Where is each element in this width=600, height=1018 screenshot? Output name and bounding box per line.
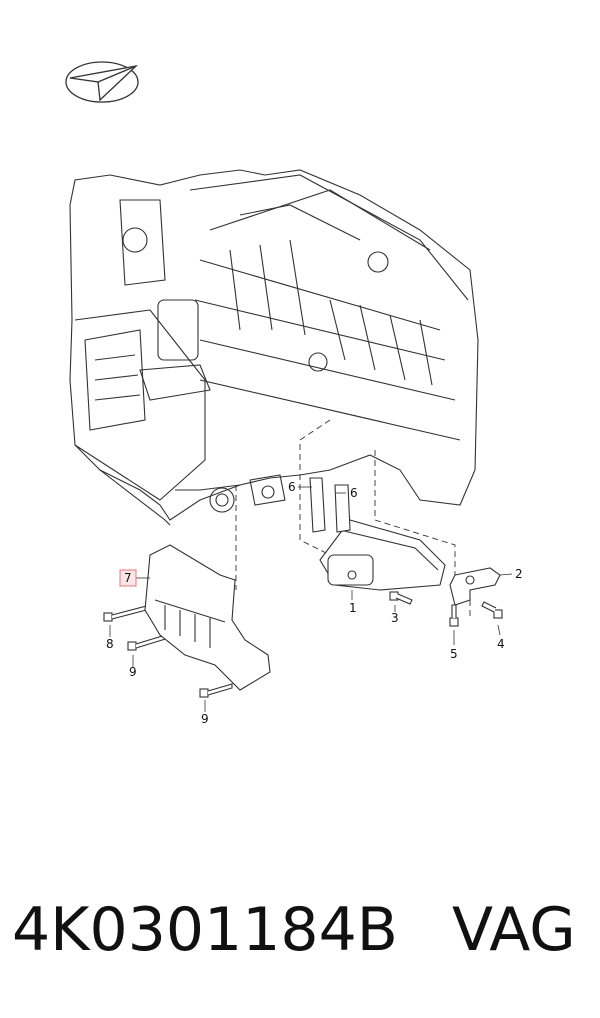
callout-9b: 9 (201, 712, 209, 726)
callout-4: 4 (497, 637, 505, 651)
highlighted-callout-box (119, 569, 137, 587)
bolt-5 (449, 604, 459, 627)
bolt-3 (389, 591, 413, 605)
callout-8: 8 (106, 637, 114, 651)
bolt-9b (199, 683, 233, 698)
callout-3: 3 (391, 611, 399, 625)
sensor-assembly (309, 477, 446, 591)
bolt-4 (481, 601, 503, 619)
brand-name: VAG (452, 895, 576, 965)
assembly-guide-lines (235, 419, 471, 620)
orientation-arrow-logo (65, 61, 139, 103)
callout-1: 1 (349, 601, 357, 615)
callout-9a: 9 (129, 665, 137, 679)
callout-2: 2 (515, 567, 523, 581)
callout-6a: 6 (288, 480, 296, 494)
transmission-housing (69, 169, 479, 526)
callout-7: 7 (124, 571, 132, 585)
bracket (449, 567, 501, 606)
part-number: 4K0301184B (12, 895, 398, 965)
leader-lines (109, 486, 513, 712)
callout-6b: 6 (350, 486, 358, 500)
callout-5: 5 (450, 647, 458, 661)
cover-plate (144, 544, 271, 691)
